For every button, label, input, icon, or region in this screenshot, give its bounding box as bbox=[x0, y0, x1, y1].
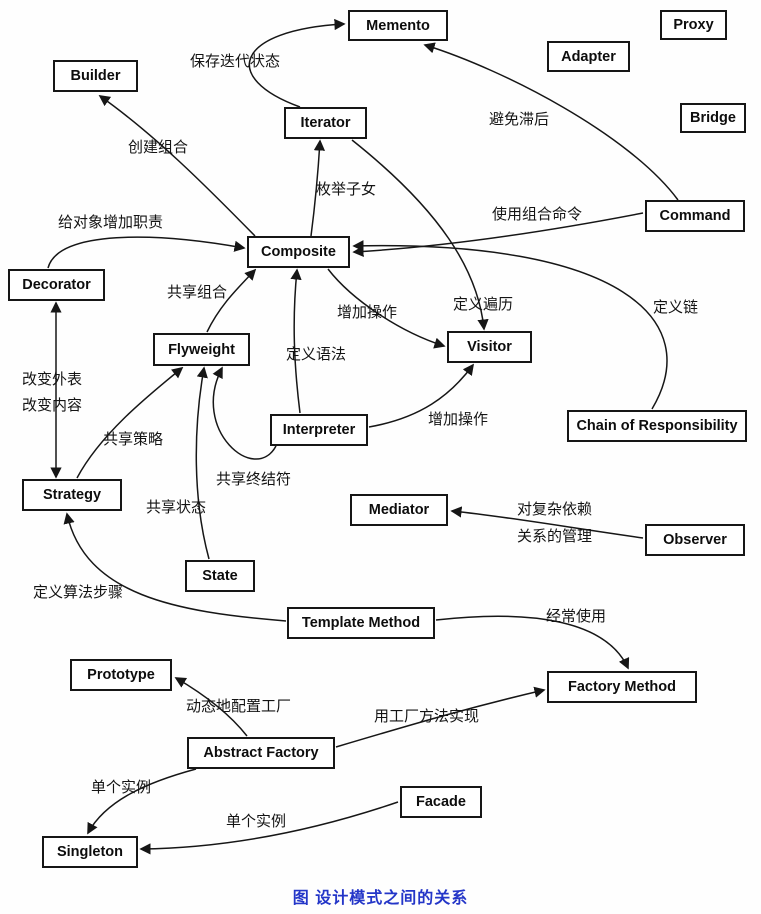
node-proxy: Proxy bbox=[660, 10, 727, 40]
node-mediator: Mediator bbox=[350, 494, 448, 526]
node-factory-method: Factory Method bbox=[547, 671, 697, 703]
edge-chain-composite bbox=[352, 240, 668, 410]
node-interpreter: Interpreter bbox=[270, 414, 368, 446]
edge-interpreter-flyweight bbox=[212, 366, 277, 460]
node-command: Command bbox=[645, 200, 745, 232]
node-decorator: Decorator bbox=[8, 269, 105, 301]
edge-decorator-composite bbox=[47, 236, 246, 269]
edge-label-define-traversal: 定义遍历 bbox=[453, 296, 514, 313]
edge-abstractfactory-singleton bbox=[87, 768, 197, 835]
node-visitor: Visitor bbox=[447, 331, 532, 363]
node-template-method: Template Method bbox=[287, 607, 435, 639]
figure-caption: 图 设计模式之间的关系 bbox=[292, 890, 469, 907]
edge-label-complex-dependency-line2: 关系的管理 bbox=[517, 528, 593, 545]
edge-iterator-visitor bbox=[351, 139, 489, 331]
edge-abstractfactory-factorymethod bbox=[335, 686, 546, 748]
node-flyweight: Flyweight bbox=[153, 333, 250, 366]
node-iterator: Iterator bbox=[284, 107, 367, 139]
edge-label-use-composite-commands: 使用组合命令 bbox=[492, 206, 583, 223]
node-facade: Facade bbox=[400, 786, 482, 818]
edge-state-flyweight bbox=[195, 366, 210, 560]
edge-label-add-operations-lower: 增加操作 bbox=[428, 411, 489, 428]
edge-composite-builder bbox=[98, 95, 256, 237]
edge-label-save-iteration-state: 保存迭代状态 bbox=[190, 53, 281, 70]
edge-label-define-algorithm-steps: 定义算法步骤 bbox=[33, 584, 124, 601]
edge-strategy-flyweight bbox=[76, 366, 184, 479]
edge-composite-iterator bbox=[310, 139, 326, 237]
node-prototype: Prototype bbox=[70, 659, 172, 691]
node-adapter: Adapter bbox=[547, 41, 630, 72]
edge-label-share-terminal-symbols: 共享终结符 bbox=[216, 471, 292, 488]
edge-label-share-strategies: 共享策略 bbox=[103, 431, 164, 448]
node-composite: Composite bbox=[247, 236, 350, 268]
node-singleton: Singleton bbox=[42, 836, 138, 868]
edge-label-often-uses: 经常使用 bbox=[546, 608, 607, 625]
edge-templatemethod-strategy bbox=[63, 512, 287, 622]
node-state: State bbox=[185, 560, 255, 592]
edge-label-change-skin: 改变外表 bbox=[22, 371, 83, 388]
edge-label-add-operations-upper: 增加操作 bbox=[337, 304, 398, 321]
node-abstract-factory: Abstract Factory bbox=[187, 737, 335, 769]
edge-label-enumerate-children: 枚举子女 bbox=[316, 181, 377, 198]
edge-facade-singleton bbox=[139, 801, 399, 855]
edge-label-define-grammar: 定义语法 bbox=[286, 346, 347, 363]
edge-label-define-chain: 定义链 bbox=[653, 299, 699, 316]
edge-label-creating-composites: 创建组合 bbox=[128, 139, 189, 156]
edge-templatemethod-factorymethod bbox=[435, 615, 630, 670]
edge-label-avoid-hysteresis: 避免滞后 bbox=[489, 111, 550, 128]
node-chain-of-responsibility: Chain of Responsibility bbox=[567, 410, 747, 442]
edge-command-composite bbox=[352, 212, 644, 258]
edge-label-single-instance-upper: 单个实例 bbox=[91, 779, 152, 796]
edge-label-single-instance-lower: 单个实例 bbox=[226, 813, 287, 830]
edge-abstractfactory-prototype bbox=[174, 677, 248, 737]
edge-label-configure-factory-dynamically: 动态地配置工厂 bbox=[186, 698, 292, 715]
edge-label-implement-using-factory-method: 用工厂方法实现 bbox=[374, 708, 480, 725]
edge-interpreter-visitor bbox=[368, 363, 475, 428]
edge-iterator-memento bbox=[248, 18, 346, 108]
edge-command-memento bbox=[423, 42, 679, 201]
edge-label-complex-dependency-line1: 对复杂依赖 bbox=[517, 501, 593, 518]
edge-observer-mediator bbox=[450, 506, 644, 539]
node-strategy: Strategy bbox=[22, 479, 122, 511]
edge-label-share-composites: 共享组合 bbox=[167, 284, 228, 301]
edge-interpreter-composite bbox=[290, 268, 302, 414]
edge-label-share-states: 共享状态 bbox=[146, 499, 207, 516]
edge-label-add-responsibilities: 给对象增加职责 bbox=[58, 214, 164, 231]
node-observer: Observer bbox=[645, 524, 745, 556]
node-builder: Builder bbox=[53, 60, 138, 92]
node-bridge: Bridge bbox=[680, 103, 746, 133]
edge-flyweight-composite bbox=[206, 268, 257, 333]
edge-composite-visitor bbox=[327, 268, 446, 349]
node-memento: Memento bbox=[348, 10, 448, 41]
edge-label-change-guts: 改变内容 bbox=[22, 397, 83, 414]
